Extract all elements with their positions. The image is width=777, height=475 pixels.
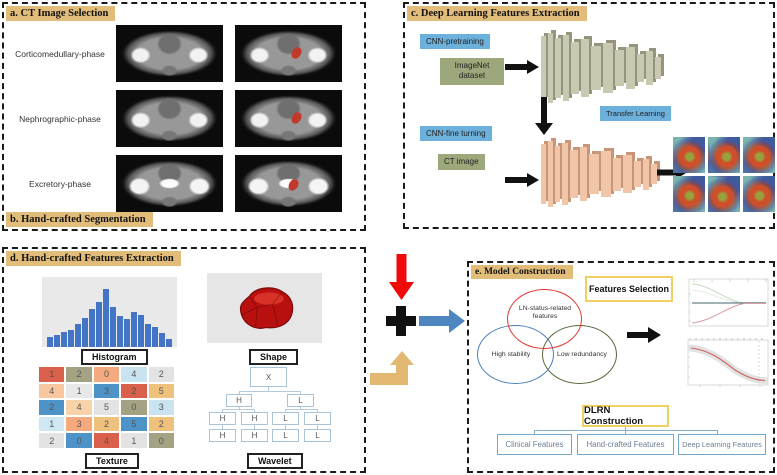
plus-icon <box>386 306 416 336</box>
transfer-learning-label: Transfer Learning <box>600 106 671 121</box>
wavelet-node: H <box>209 429 236 442</box>
wavelet-node: L <box>304 429 331 442</box>
deep-learning-features-box: Deep Learning Features <box>678 434 766 455</box>
panel-d-title: d. Hand-crafted Features Extraction <box>6 251 181 266</box>
wavelet-node-root: X <box>250 367 287 387</box>
texture-cell: 1 <box>66 383 92 399</box>
texture-label: Texture <box>85 453 139 469</box>
histogram-label: Histogram <box>81 349 148 365</box>
shape-render <box>207 273 322 343</box>
texture-cell: 5 <box>93 400 120 415</box>
lesion-mark <box>289 45 303 60</box>
panel-model-construction: e. Model Construction LN-status-related … <box>467 261 775 473</box>
imagenet-dataset-label: ImageNet dataset <box>440 58 504 85</box>
handcrafted-features-box: Hand-crafted Features <box>577 434 674 455</box>
histogram-chart <box>42 277 177 347</box>
wavelet-node: L <box>272 412 299 425</box>
texture-cell: 2 <box>148 367 174 382</box>
arrow-right-icon <box>505 173 539 187</box>
panel-e-title: e. Model Construction <box>471 265 573 279</box>
feature-heatmap <box>673 176 705 212</box>
dlrn-construction-box: DLRN Construction <box>582 405 669 427</box>
texture-cell: 4 <box>66 400 92 415</box>
texture-cell: 2 <box>66 367 92 382</box>
texture-cell: 2 <box>39 433 65 448</box>
feature-heatmap <box>743 137 775 173</box>
texture-cell: 0 <box>93 367 120 382</box>
tan-bent-arrow-icon <box>370 351 414 385</box>
venn-label-left: High stability <box>491 351 531 358</box>
texture-cell: 1 <box>121 433 147 448</box>
ct-phase-label: Nephrographic-phase <box>19 113 101 124</box>
cnn-finetune-label: CNN-fine turning <box>420 126 492 141</box>
ct-image-input-label: CT image <box>438 154 485 171</box>
texture-cell: 5 <box>148 383 174 399</box>
texture-cell: 3 <box>66 416 92 432</box>
shape-label: Shape <box>249 349 299 365</box>
feature-heatmap <box>708 137 740 173</box>
cross-validation-plot <box>680 333 773 391</box>
panel-ct-image-selection: a. CT Image Selection Corticomedullary-p… <box>2 2 366 231</box>
red-arrow-down-icon <box>389 254 414 300</box>
texture-cell: 2 <box>121 383 147 399</box>
feature-heatmap <box>673 137 705 173</box>
panel-b-title: b. Hand-crafted Segmentation <box>6 212 153 227</box>
panel-a-title: a. CT Image Selection <box>6 6 116 21</box>
venn-circle-ln-status <box>507 289 582 349</box>
texture-cell: 4 <box>93 433 120 448</box>
panel-c-title: c. Deep Learning Features Extraction <box>407 6 587 21</box>
wavelet-node: H <box>241 412 268 425</box>
feature-heatmap <box>708 176 740 212</box>
lesion-mark <box>286 177 300 193</box>
wavelet-node: H <box>209 412 236 425</box>
texture-cell: 1 <box>39 367 65 382</box>
ct-phase-label: Excretory-phase <box>29 178 91 189</box>
wavelet-node: L <box>287 394 314 407</box>
blue-arrow-right-icon <box>419 309 465 333</box>
wavelet-label: Wavelet <box>247 453 303 469</box>
wavelet-tree: X H L H H L L H H L L <box>207 367 333 445</box>
feature-heatmap <box>743 176 775 212</box>
cnn-pretraining-label: CNN-pretraining <box>420 34 490 49</box>
texture-cell: 2 <box>93 416 120 432</box>
feature-heatmap-grid <box>673 137 775 212</box>
panel-deep-learning-features: c. Deep Learning Features Extraction CNN… <box>403 2 775 229</box>
clinical-features-box: Clinical Features <box>497 434 572 455</box>
texture-cell: 4 <box>121 367 147 382</box>
texture-cell: 3 <box>93 383 120 399</box>
venn-label-right: Low redundancy <box>557 351 607 358</box>
ct-image-corticomedullary <box>116 25 223 82</box>
lesion-mark <box>289 110 303 125</box>
tumor-shape-icon <box>239 287 293 329</box>
texture-cell: 3 <box>148 400 174 415</box>
texture-cell: 2 <box>39 400 65 415</box>
wavelet-node: H <box>226 394 252 407</box>
ct-image-corticomedullary-annotated <box>235 25 342 82</box>
wavelet-node: L <box>304 412 331 425</box>
wavelet-node: H <box>241 429 268 442</box>
features-selection-box: Features Selection <box>585 276 673 302</box>
arrow-right-icon <box>627 327 661 343</box>
wavelet-node: L <box>272 429 299 442</box>
ct-image-excretory-annotated <box>235 155 342 212</box>
ct-image-nephrographic-annotated <box>235 90 342 147</box>
texture-cell: 0 <box>148 433 174 448</box>
ct-image-nephrographic <box>116 90 223 147</box>
texture-cell: 0 <box>66 433 92 448</box>
texture-cell: 0 <box>121 400 147 415</box>
texture-cell: 1 <box>39 416 65 432</box>
texture-cell: 4 <box>39 383 65 399</box>
cnn-architecture-pretrained <box>541 31 665 105</box>
arrow-right-icon <box>505 60 539 74</box>
arrow-down-icon <box>535 97 553 135</box>
ct-image-excretory <box>116 155 223 212</box>
venn-label-top: LN-status-related features <box>518 305 572 321</box>
lasso-coefficients-plot <box>682 276 772 330</box>
texture-cell: 5 <box>121 416 147 432</box>
ct-phase-label: Corticomedullary-phase <box>15 48 105 59</box>
cnn-architecture-finetuned <box>541 140 657 208</box>
texture-cell: 2 <box>148 416 174 432</box>
panel-handcrafted-features: d. Hand-crafted Features Extraction Hist… <box>2 247 366 473</box>
